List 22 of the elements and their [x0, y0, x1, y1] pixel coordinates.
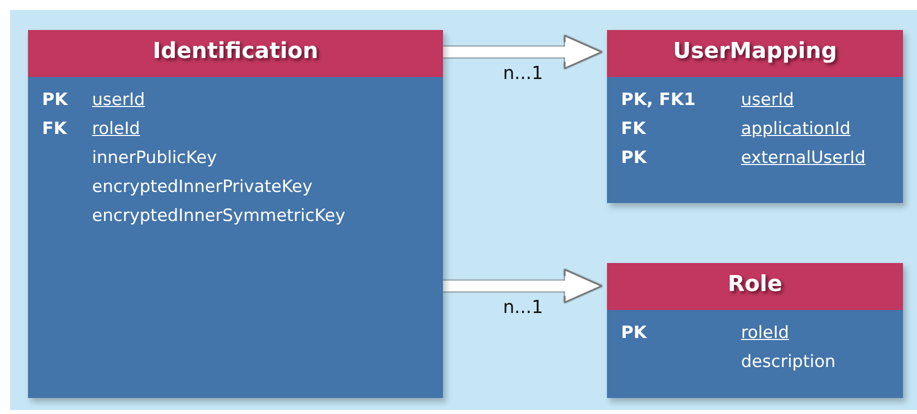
field-name: description	[741, 352, 836, 372]
table-title: Identification	[152, 39, 320, 64]
field-name: innerPublicKey	[92, 148, 217, 168]
field-name: roleId	[92, 119, 140, 139]
key-label: PK, FK1	[621, 90, 696, 110]
key-label: FK	[42, 119, 67, 139]
key-label: PK	[621, 323, 647, 343]
entity-table	[607, 30, 903, 203]
key-label: PK	[621, 148, 647, 168]
field-name: userId	[92, 90, 145, 110]
table-title: Role	[726, 272, 784, 297]
field-name: roleId	[741, 323, 790, 343]
field-name: encryptedInnerPrivateKey	[92, 177, 312, 197]
field-name: encryptedInnerSymmetricKey	[92, 206, 346, 226]
field-name: userId	[741, 90, 794, 110]
field-name: externalUserId	[741, 148, 866, 168]
entity-table	[607, 263, 903, 398]
key-label: PK	[42, 90, 68, 110]
entity-table	[28, 30, 443, 398]
table-title: UserMapping	[672, 39, 838, 64]
field-name: applicationId	[741, 119, 851, 139]
key-label: FK	[621, 119, 646, 139]
